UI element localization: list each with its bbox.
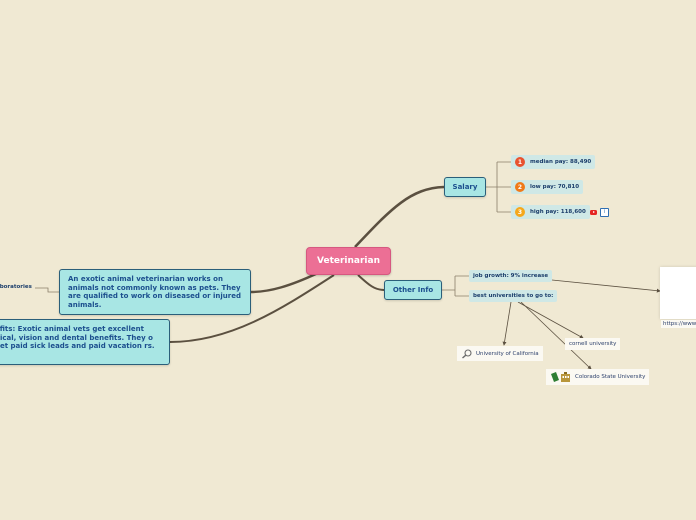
link-desc-lab [35, 287, 59, 293]
university-california[interactable]: University of California [457, 346, 543, 361]
central-topic-label: Veterinarian [317, 256, 380, 266]
info-icon[interactable]: i [600, 207, 609, 217]
web-link-preview[interactable] [660, 267, 696, 319]
salary-item-median[interactable]: 1 median pay: 88,490 [511, 155, 596, 169]
other-item-job-growth[interactable]: job growth: 9% increase [469, 270, 553, 282]
subtopic-laboratories[interactable]: aboratories [0, 284, 32, 290]
link-central-benefit [169, 274, 335, 343]
university-colorado-state[interactable]: Colorado State University [546, 369, 650, 385]
link-central-salary [354, 185, 445, 248]
central-topic-veterinarian[interactable]: Veterinarian [306, 247, 391, 275]
university-cornell-label: cornell university [569, 341, 617, 347]
link-job-web [551, 279, 661, 293]
link-uni-california [502, 301, 512, 346]
topic-salary[interactable]: Salary [444, 177, 486, 197]
youtube-icon[interactable] [590, 209, 597, 215]
university-cornell[interactable]: cornell university [565, 338, 621, 350]
search-icon [462, 348, 472, 359]
university-california-label: University of California [476, 350, 539, 357]
link-central-desc [250, 271, 319, 294]
salary-item-median-label: median pay: 88,490 [530, 159, 592, 165]
salary-high-attachments: i [586, 207, 609, 217]
topic-benefits-text: efits: Exotic animal vets get excellent … [0, 325, 155, 350]
salary-item-low[interactable]: 2 low pay: 70,810 [511, 180, 584, 194]
link-other-items [442, 275, 469, 297]
salary-item-high[interactable]: 3 high pay: 118,600 [511, 205, 590, 219]
link-salary-items [486, 161, 511, 213]
salary-item-high-label: high pay: 118,600 [530, 209, 586, 215]
topic-other-info[interactable]: Other Info [384, 280, 442, 300]
topic-description-text: An exotic animal veterinarian works on a… [68, 275, 241, 309]
other-item-universities[interactable]: best universities to go to: [469, 290, 558, 302]
link-uni-colorado [520, 301, 592, 370]
number-1-icon: 1 [515, 157, 525, 167]
link-uni-cornell [517, 301, 584, 339]
number-3-icon: 3 [515, 207, 525, 217]
number-2-icon: 2 [515, 182, 525, 192]
book-building-icon [551, 372, 570, 382]
topic-other-info-label: Other Info [392, 286, 434, 294]
web-link-url[interactable]: https://www [661, 320, 696, 328]
topic-salary-label: Salary [452, 183, 478, 191]
job-growth-label: job growth: 9% increase [473, 273, 549, 279]
salary-item-low-label: low pay: 70,810 [530, 184, 580, 190]
university-colorado-state-label: Colorado State University [575, 374, 646, 380]
topic-description[interactable]: An exotic animal veterinarian works on a… [59, 269, 251, 315]
topic-benefits[interactable]: efits: Exotic animal vets get excellent … [0, 319, 170, 365]
link-central-other [357, 274, 385, 291]
universities-label: best universities to go to: [473, 293, 554, 299]
